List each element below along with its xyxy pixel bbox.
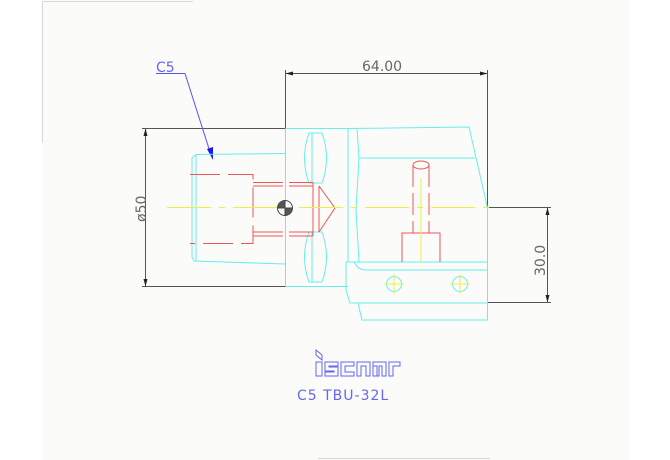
head-outline (345, 126, 488, 321)
dimension-diameter-label: ø50 (134, 196, 150, 222)
center-mark-icon (277, 200, 293, 216)
dimension-diameter (142, 128, 286, 287)
callout-label: C5 (156, 60, 175, 76)
callout-leader (156, 73, 213, 160)
drawing-title: C5 TBU-32L (297, 388, 389, 404)
dimension-height-label: 30.0 (533, 245, 549, 276)
brand-logo-icon (315, 348, 401, 377)
drawing-canvas (42, 0, 630, 460)
sheet-frame (42, 1, 490, 459)
centerlines (167, 178, 490, 294)
dimension-length-label: 64.00 (362, 59, 402, 75)
internal-bore (190, 160, 441, 262)
dimension-height (487, 207, 551, 303)
dimension-length (285, 70, 488, 208)
